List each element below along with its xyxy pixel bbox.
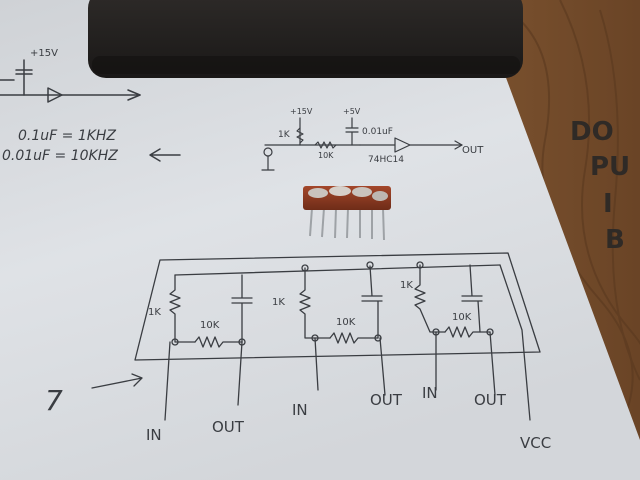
sip-resistor-array xyxy=(303,186,391,241)
partial-schematic-left xyxy=(0,59,141,103)
pin-label-5: IN xyxy=(422,384,438,402)
series-1: 10K xyxy=(200,320,220,331)
note-line-1: 0.1uF = 1KHZ xyxy=(18,128,116,144)
small-schematic: +15V +5V 1K 10K 0.01uF 74HC14 OUT xyxy=(261,107,484,171)
partial-supply-label: +15V xyxy=(30,48,58,59)
series-2: 10K xyxy=(336,317,356,328)
count-note: 7 xyxy=(45,384,63,417)
wood-line-1: DO xyxy=(570,117,614,147)
wood-line-3: I xyxy=(603,189,613,219)
note-line-2: 0.01uF = 10KHZ xyxy=(2,148,118,164)
pin-label-1: IN xyxy=(146,426,162,444)
small-r2: 10K xyxy=(318,151,334,160)
big-schematic-labels: 1K 1K 1K 10K 10K 10K 7 IN OUT IN OUT IN … xyxy=(45,280,551,452)
series-3: 10K xyxy=(452,312,472,323)
wood-line-2: PU xyxy=(590,152,630,182)
big-schematic xyxy=(91,252,541,421)
pin-label-4: OUT xyxy=(370,391,403,409)
note-arrow xyxy=(149,148,181,162)
frequency-notes: 0.1uF = 1KHZ 0.01uF = 10KHZ xyxy=(2,128,181,164)
pullup-2: 1K xyxy=(272,297,285,308)
schematic-outline xyxy=(134,252,541,361)
small-chip: 74HC14 xyxy=(368,155,404,165)
pin-label-6: OUT xyxy=(474,391,507,409)
small-r1: 1K xyxy=(278,130,291,140)
pin-label-3: IN xyxy=(292,401,308,419)
pullup-3: 1K xyxy=(400,280,413,291)
small-supply-1: +15V xyxy=(290,107,313,116)
wood-line-4: B xyxy=(605,225,625,255)
small-out: OUT xyxy=(462,145,484,156)
small-cap: 0.01uF xyxy=(362,127,393,137)
black-box xyxy=(88,0,523,78)
pullup-1: 1K xyxy=(148,307,161,318)
pin-label-2: OUT xyxy=(212,418,245,436)
pin-label-7: VCC xyxy=(520,434,551,452)
small-supply-2: +5V xyxy=(343,107,361,116)
wood-lettering: DO PU I B xyxy=(570,117,630,255)
